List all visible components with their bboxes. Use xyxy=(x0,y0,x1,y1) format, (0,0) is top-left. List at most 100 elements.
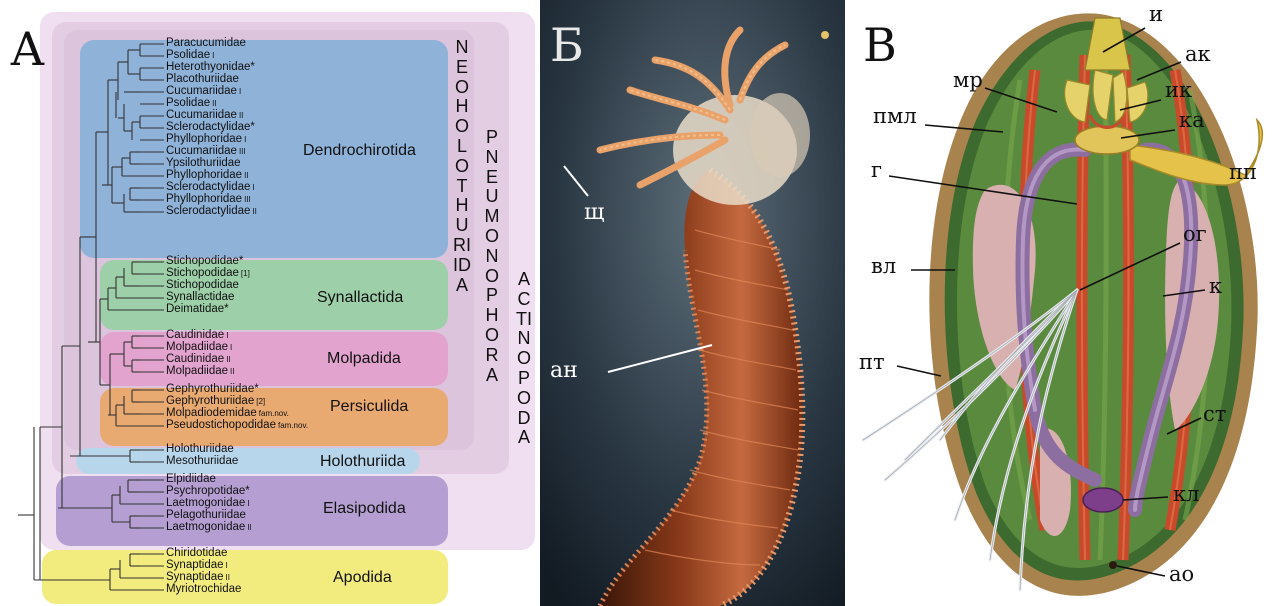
taxon-name: Chiridotidae xyxy=(166,547,227,559)
taxon-name: Myriotrochidae xyxy=(166,583,241,595)
taxon-name: Caudinidae xyxy=(166,329,224,341)
taxon-subscript: [2] xyxy=(256,397,265,406)
label-shch: щ xyxy=(584,200,604,225)
taxon-subscript: fam.nov. xyxy=(278,421,308,430)
panel-letter-a: А xyxy=(10,22,45,76)
label-neoholothuriida: NEOHOLOTHURIIDA xyxy=(452,38,472,295)
taxon-subscript: I xyxy=(230,343,232,352)
taxon-name: Deimatidae* xyxy=(166,303,229,315)
taxon-subscript: II xyxy=(230,367,234,376)
taxon-subscript: I xyxy=(239,87,241,96)
label-k: к xyxy=(1209,274,1222,298)
taxon-subscript: II xyxy=(212,99,216,108)
taxon-name: Synallactidae xyxy=(166,291,234,303)
label-ak: ак xyxy=(1185,42,1211,66)
taxon-subscript: I xyxy=(226,331,228,340)
taxon-name: Phyllophoridae xyxy=(166,133,242,145)
taxon-label: Heterothyonidae* xyxy=(166,61,255,73)
anatomy-panel: В и ак мр ик пмл ка г пп ог вл к пт ст к… xyxy=(845,0,1288,606)
taxon-name: Phyllophoridae xyxy=(166,193,242,205)
taxon-name: Psolidae xyxy=(166,49,210,61)
taxon-subscript: II xyxy=(239,111,243,120)
taxon-name: Stichopodidae* xyxy=(166,255,243,267)
taxon-name: Synaptidae xyxy=(166,571,224,583)
label-mr: мр xyxy=(953,68,983,92)
clade-molpadida: Molpadida xyxy=(327,350,401,368)
taxon-name: Molpadiidae xyxy=(166,365,228,377)
taxon-label: Paracucumidae xyxy=(166,37,246,49)
taxon-subscript: I xyxy=(247,499,249,508)
taxon-name: Pelagothuriidae xyxy=(166,509,246,521)
label-ao: ао xyxy=(1169,562,1194,586)
taxon-subscript: II xyxy=(252,207,256,216)
taxon-label: Placothuriidae xyxy=(166,73,239,85)
taxon-name: Cucumariidae xyxy=(166,85,237,97)
clade-persiculida: Persiculida xyxy=(330,398,408,416)
taxon-name: Gephyrothuriidae* xyxy=(166,383,259,395)
taxon-label: Sclerodactylidae* xyxy=(166,121,255,133)
label-pp: пп xyxy=(1229,160,1257,184)
taxon-name: Molpadiidae xyxy=(166,341,228,353)
taxon-name: Holothuriidae xyxy=(166,443,234,455)
taxon-subscript: II xyxy=(244,171,248,180)
taxon-subscript: II xyxy=(226,355,230,364)
taxon-name: Sclerodactylidae* xyxy=(166,121,255,133)
taxon-label: SclerodactylidaeII xyxy=(166,205,257,218)
taxon-name: Sclerodactylidae xyxy=(166,205,250,217)
anatomy-illustration xyxy=(845,0,1288,606)
taxon-name: Heterothyonidae* xyxy=(166,61,255,73)
clade-elasipodida: Elasipodida xyxy=(323,500,406,518)
taxon-name: Gephyrothuriidae xyxy=(166,395,254,407)
taxon-name: Elpidiidae xyxy=(166,473,216,485)
taxon-label: Stichopodidae* xyxy=(166,255,243,267)
taxon-label: Stichopodidae xyxy=(166,279,239,291)
taxon-label: Gephyrothuriidae* xyxy=(166,383,259,395)
taxon-label: Chiridotidae xyxy=(166,547,227,559)
label-i: и xyxy=(1149,2,1163,26)
taxon-subscript: I xyxy=(226,561,228,570)
label-ik: ик xyxy=(1165,78,1192,102)
clade-synallactida: Synallactida xyxy=(317,289,403,307)
taxon-name: Cucumariidae xyxy=(166,145,237,157)
taxon-name: Stichopodidae xyxy=(166,279,239,291)
label-og: ог xyxy=(1183,222,1207,246)
taxon-label: Myriotrochidae xyxy=(166,583,241,595)
label-pml: пмл xyxy=(873,104,917,128)
taxon-name: Synaptidae xyxy=(166,559,224,571)
taxon-name: Psychropotidae* xyxy=(166,485,250,497)
clade-holothuriida: Holothuriida xyxy=(320,453,405,471)
panel-letter-c: В xyxy=(863,18,897,72)
label-st: ст xyxy=(1203,402,1226,426)
label-an: ан xyxy=(550,358,578,383)
taxon-subscript: [1] xyxy=(241,269,250,278)
label-pneumonophora: PNEUMONOPHORA xyxy=(482,128,502,385)
taxon-name: Phyllophoridae xyxy=(166,169,242,181)
taxon-name: Molpadiodemidae xyxy=(166,407,257,419)
taxon-name: Laetmogonidae xyxy=(166,521,245,533)
label-ka: ка xyxy=(1179,108,1205,132)
taxon-label: Elpidiidae xyxy=(166,473,216,485)
taxon-subscript: II xyxy=(226,573,230,582)
specimen-photo-panel: Б щ ан xyxy=(540,0,845,606)
taxon-label: Synallactidae xyxy=(166,291,234,303)
taxon-name: Placothuriidae xyxy=(166,73,239,85)
taxon-name: Ypsilothuriidae xyxy=(166,157,241,169)
taxon-subscript: III xyxy=(239,147,246,156)
taxon-name: Mesothuriidae xyxy=(166,455,238,467)
taxon-name: Cucumariidae xyxy=(166,109,237,121)
taxon-subscript: III xyxy=(244,195,251,204)
taxon-name: Psolidae xyxy=(166,97,210,109)
taxon-name: Stichopodidae xyxy=(166,267,239,279)
taxon-label: Psychropotidae* xyxy=(166,485,250,497)
taxon-label: Deimatidae* xyxy=(166,303,229,315)
taxon-label: Pelagothuriidae xyxy=(166,509,246,521)
taxon-subscript: I xyxy=(252,183,254,192)
taxon-label: Mesothuriidae xyxy=(166,455,238,467)
label-kl: кл xyxy=(1173,482,1199,506)
taxon-name: Paracucumidae xyxy=(166,37,246,49)
label-pt: пт xyxy=(859,350,885,374)
taxon-name: Laetmogonidae xyxy=(166,497,245,509)
